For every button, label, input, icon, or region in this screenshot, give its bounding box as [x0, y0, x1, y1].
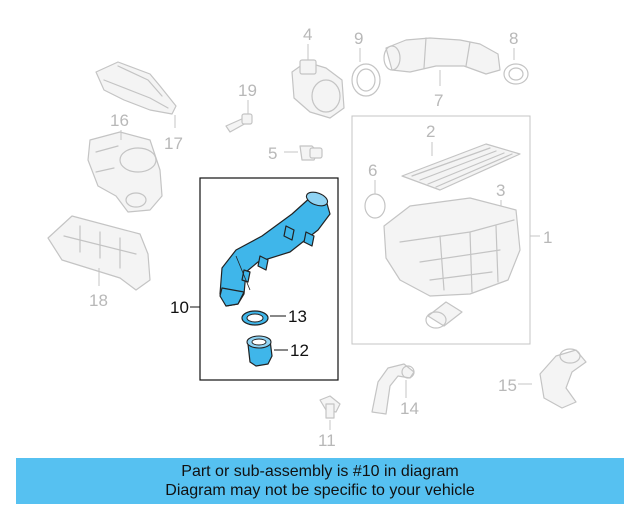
- banner-line-1: Part or sub-assembly is #10 in diagram: [181, 463, 459, 480]
- callout-14: 14: [400, 399, 419, 418]
- callout-17: 17: [164, 134, 183, 153]
- callout-15: 15: [498, 376, 517, 395]
- part-1-air-cleaner: 1 2 6 3: [351, 115, 552, 345]
- part-19-bolt: 19: [225, 81, 257, 133]
- part-18-deflector: 18: [47, 215, 151, 310]
- callout-6: 6: [368, 161, 377, 180]
- part-15-elbow: 15: [498, 348, 587, 409]
- part-12-coupler: [246, 335, 273, 367]
- callout-7: 7: [434, 91, 443, 110]
- part-11-bolt: 11: [318, 395, 341, 450]
- part-7-hose: 7: [383, 37, 501, 110]
- callout-5: 5: [268, 144, 277, 163]
- part-10-air-tube: [219, 195, 331, 307]
- callout-3: 3: [496, 181, 505, 200]
- banner-line-2: Diagram may not be specific to your vehi…: [165, 482, 475, 499]
- part-4-maf-sensor: 4: [291, 25, 345, 119]
- callout-16: 16: [110, 111, 129, 130]
- info-banner: Part or sub-assembly is #10 in diagram D…: [16, 458, 624, 504]
- part-14-hose: 14: [371, 363, 419, 418]
- callout-10: 10: [170, 298, 189, 317]
- part-16-inlet-duct: 16: [87, 111, 163, 213]
- part-17-intake-scoop: 17: [95, 61, 183, 153]
- callout-8: 8: [509, 29, 518, 48]
- callout-11: 11: [318, 431, 336, 450]
- part-8-clamp: 8: [503, 29, 529, 85]
- callout-2: 2: [426, 122, 435, 141]
- callout-1: 1: [543, 228, 552, 247]
- callout-13: 13: [288, 307, 307, 326]
- callout-12: 12: [290, 341, 309, 360]
- part-5-bolt: 5: [268, 144, 323, 163]
- callout-18: 18: [89, 291, 108, 310]
- part-9-clamp: 9: [351, 29, 381, 97]
- part-10-group: 10 13 12: [170, 177, 339, 381]
- callout-4: 4: [303, 25, 312, 44]
- callout-19: 19: [238, 81, 257, 100]
- callout-9: 9: [354, 29, 363, 48]
